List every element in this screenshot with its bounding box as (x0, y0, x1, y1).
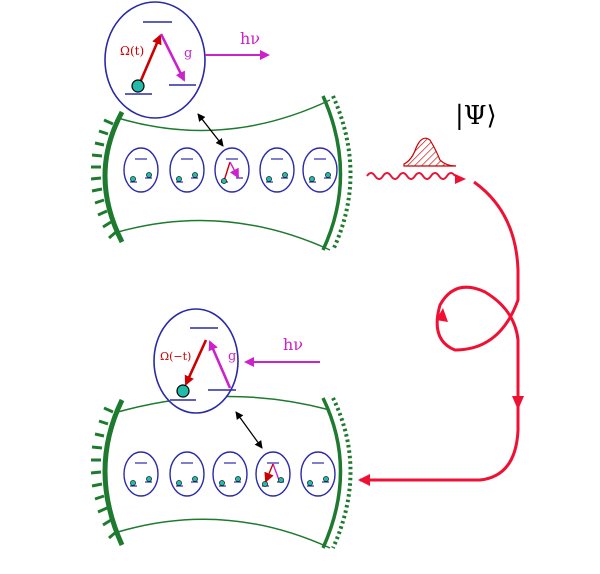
top-cavity-atom-active (214, 147, 250, 193)
top-cavity: Ω(t) g hν (90, 1, 353, 251)
top-large-atom: Ω(t) g (104, 1, 206, 119)
top-rabi-label: Ω(t) (120, 44, 144, 58)
bottom-right-mirror (321, 397, 353, 549)
fiber-down-arrow (512, 396, 524, 410)
top-cavity-atom (259, 147, 295, 193)
top-cavity-field-bottom (117, 219, 331, 251)
bottom-photon-label: hν (283, 335, 303, 354)
fiber-loop-direction-arrow (436, 308, 448, 322)
top-atom-ball (131, 79, 145, 93)
bottom-rabi-label: Ω(−t) (160, 350, 191, 363)
top-left-mirror (90, 110, 125, 244)
top-mapping-double-arrow (197, 113, 224, 147)
top-cavity-atom (169, 147, 205, 193)
bottom-atom-array (123, 451, 336, 497)
top-right-mirror (321, 95, 353, 251)
fiber-path (358, 180, 520, 486)
bottom-coupling-arrow (208, 340, 232, 389)
top-cavity-atom (123, 147, 159, 193)
quantum-state-label: |Ψ⟩ (455, 101, 497, 131)
top-rabi-arrow (137, 34, 162, 86)
bottom-rabi-arrow (184, 339, 208, 386)
top-cavity-atom (302, 147, 338, 193)
top-cavity-field-top (117, 99, 331, 132)
top-coupling-label: g (184, 46, 192, 61)
bottom-mapping-double-arrow (235, 411, 263, 449)
bottom-cavity-atom (212, 451, 248, 497)
bottom-cavity: Ω(−t) g hν (90, 308, 353, 549)
bottom-large-atom: Ω(−t) g (153, 308, 239, 414)
bottom-atom-ball (176, 384, 190, 398)
bottom-left-mirror (90, 398, 125, 547)
bottom-cavity-field-bottom (117, 518, 331, 549)
bottom-cavity-atom (169, 451, 205, 497)
fiber-loop-icon (358, 180, 524, 486)
bottom-coupling-label: g (228, 349, 236, 364)
top-atom-array (123, 147, 338, 193)
wave-packet-icon (366, 137, 466, 184)
bottom-cavity-atom (123, 451, 159, 497)
top-coupling-arrow (159, 33, 186, 82)
top-photon-label: hν (240, 29, 260, 48)
bottom-cavity-atom (300, 451, 336, 497)
bottom-cavity-atom-active (255, 451, 291, 497)
